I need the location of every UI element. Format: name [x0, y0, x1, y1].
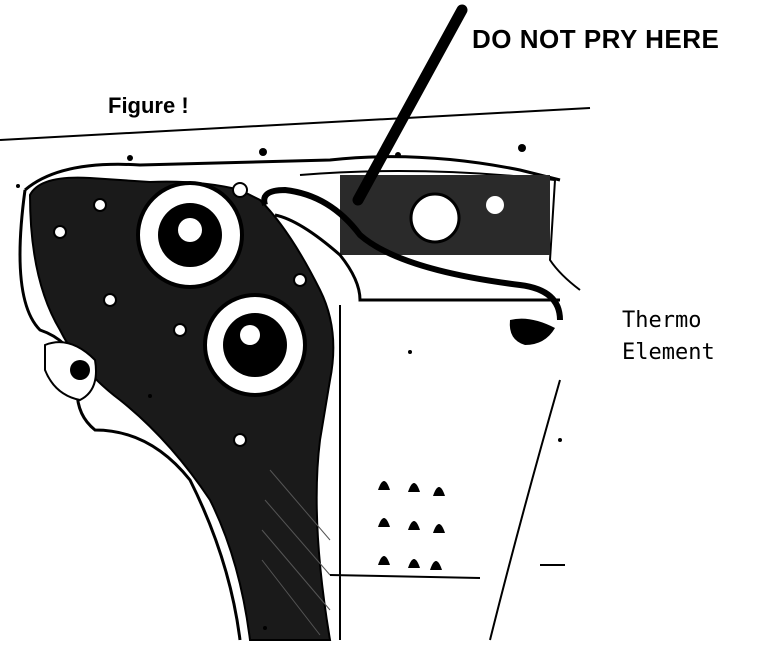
lower-panel-outline [329, 305, 561, 641]
vent-slots [378, 481, 445, 570]
speck-dots [16, 144, 562, 630]
thermo-label-line1: Thermo [622, 308, 702, 333]
thermo-housing-arm [261, 186, 563, 321]
lower-hatching [261, 469, 331, 636]
lower-pulley-hub [223, 313, 287, 377]
cover-top-edge [0, 107, 591, 141]
lower-pulley-bolt [240, 325, 260, 345]
thermo-element-label: Thermo Element [622, 305, 715, 369]
block-small-hole [486, 196, 504, 214]
thermo-element-bulb [509, 318, 555, 345]
pointer-line-icon [352, 4, 468, 206]
upper-pulley-bolt [178, 218, 202, 242]
thermo-housing-lower-edge [274, 213, 560, 302]
warning-label: DO NOT PRY HERE [472, 24, 720, 54]
cover-bolt-holes [53, 182, 307, 447]
thermo-label-line2: Element [622, 340, 715, 365]
left-bracket-hole [70, 360, 90, 380]
housing-left-edge [18, 189, 242, 641]
figure-label: Figure ! [108, 93, 189, 118]
block-port [409, 192, 461, 244]
housing-top-edge [24, 155, 561, 192]
